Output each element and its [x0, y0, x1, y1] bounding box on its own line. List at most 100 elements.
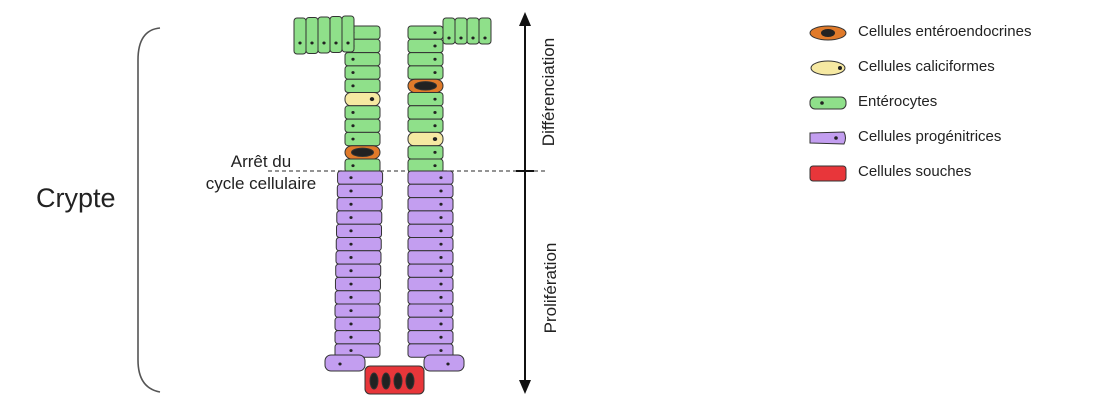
- arrest-label-line-1: Arrêt du: [176, 151, 346, 173]
- progenitor-cell: [408, 184, 453, 197]
- cell-nucleus: [439, 296, 442, 299]
- stem-cell-icon: [808, 164, 848, 182]
- enterocyte: [345, 53, 380, 66]
- enterocyte: [294, 18, 306, 54]
- cell-nucleus: [334, 42, 337, 45]
- cell-nucleus: [433, 137, 437, 141]
- enterocyte: [408, 26, 443, 39]
- progenitor-cell: [336, 264, 381, 277]
- enterocyte: [408, 159, 443, 172]
- proliferation-label: Prolifération: [541, 223, 561, 353]
- cell-nucleus: [351, 84, 354, 87]
- legend-label: Cellules caliciformes: [858, 58, 995, 75]
- cell-nucleus: [349, 243, 352, 246]
- cell-nucleus: [310, 42, 313, 45]
- legend-label: Cellules progénitrices: [858, 128, 1001, 145]
- cell-nucleus: [349, 256, 352, 259]
- cell-nucleus: [439, 190, 442, 193]
- enterocyte: [408, 53, 443, 66]
- progenitor-cell: [335, 277, 380, 290]
- cell-nucleus: [439, 269, 442, 272]
- cell-nucleus: [439, 349, 442, 352]
- legend-label: Entérocytes: [858, 93, 937, 110]
- progenitor-cell: [408, 251, 453, 264]
- enterocyte: [408, 39, 443, 52]
- progenitor-cell: [337, 211, 382, 224]
- cell-nucleus: [459, 37, 462, 40]
- cell-nucleus: [439, 283, 442, 286]
- cell-nucleus: [349, 323, 352, 326]
- goblet-cell-icon: [808, 59, 848, 77]
- enterocyte: [455, 18, 467, 44]
- cell-nucleus: [351, 58, 354, 61]
- progenitor-cell: [336, 238, 381, 251]
- legend-item: Cellules souches: [808, 162, 1108, 184]
- progenitor-cell: [408, 264, 453, 277]
- goblet-cell: [345, 93, 380, 106]
- progenitor-cell: [325, 355, 365, 371]
- cell-nucleus: [439, 309, 442, 312]
- arrest-label-line-2: cycle cellulaire: [176, 173, 346, 195]
- cell-nucleus: [439, 243, 442, 246]
- enterocyte: [408, 119, 443, 132]
- progenitor-cell: [335, 291, 380, 304]
- progenitor-cell: [408, 277, 453, 290]
- progenitor-cell: [408, 291, 453, 304]
- cell-nucleus: [433, 164, 436, 167]
- cell-nucleus: [351, 164, 354, 167]
- progenitor-cell-icon: [808, 129, 848, 147]
- cell-nucleus: [471, 37, 474, 40]
- cell-nucleus: [433, 124, 436, 127]
- progenitor-cell: [336, 251, 381, 264]
- cell-nucleus: [338, 363, 341, 366]
- progenitor-cell: [408, 198, 453, 211]
- progenitor-cell: [335, 331, 380, 344]
- arrow-down-head: [519, 380, 531, 394]
- enterocyte: [330, 17, 342, 53]
- legend-label: Cellules entéroendocrines: [858, 23, 1031, 40]
- enterocyte: [479, 18, 491, 44]
- cell-nucleus: [349, 203, 352, 206]
- goblet-cell: [408, 132, 443, 145]
- enterocyte: [306, 18, 318, 54]
- cell-nucleus: [349, 216, 352, 219]
- stem-cell-nucleus: [370, 373, 378, 389]
- cell-nucleus: [433, 151, 436, 154]
- cell-nucleus: [346, 42, 349, 45]
- differentiation-label: Différenciation: [539, 27, 559, 157]
- progenitor-cell: [408, 211, 453, 224]
- cell-nucleus: [439, 216, 442, 219]
- cell-nucleus: [351, 124, 354, 127]
- cell-nucleus: [483, 37, 486, 40]
- enterocyte: [345, 159, 380, 172]
- stem-cell-nucleus: [406, 373, 414, 389]
- cell-nucleus: [351, 138, 354, 141]
- legend-item: Cellules progénitrices: [808, 127, 1108, 149]
- progenitor-cell: [408, 171, 453, 184]
- cell-nucleus: [433, 45, 436, 48]
- stem-cell-nucleus: [382, 373, 390, 389]
- cell-nucleus: [322, 42, 325, 45]
- cell-nucleus: [439, 256, 442, 259]
- enterocyte: [408, 146, 443, 159]
- progenitor-cell: [337, 198, 382, 211]
- enteroendocrine-nucleus: [352, 148, 374, 156]
- enterocyte: [345, 132, 380, 145]
- cell-nucleus: [349, 349, 352, 352]
- cell-nucleus: [439, 176, 442, 179]
- progenitor-cell: [408, 304, 453, 317]
- enteroendocrine-cell-icon: [808, 24, 848, 42]
- enterocyte: [408, 66, 443, 79]
- cell-nucleus: [439, 203, 442, 206]
- cell-nucleus: [433, 31, 436, 34]
- cell-nucleus: [349, 190, 352, 193]
- cell-nucleus: [370, 97, 374, 101]
- progenitor-cell: [408, 331, 453, 344]
- cell-nucleus: [433, 58, 436, 61]
- legend-item: Entérocytes: [808, 92, 1108, 114]
- progenitor-cell: [408, 224, 453, 237]
- arrow-up-head: [519, 12, 531, 26]
- progenitor-cell: [337, 224, 382, 237]
- cell-nucleus: [439, 336, 442, 339]
- cell-nucleus: [447, 37, 450, 40]
